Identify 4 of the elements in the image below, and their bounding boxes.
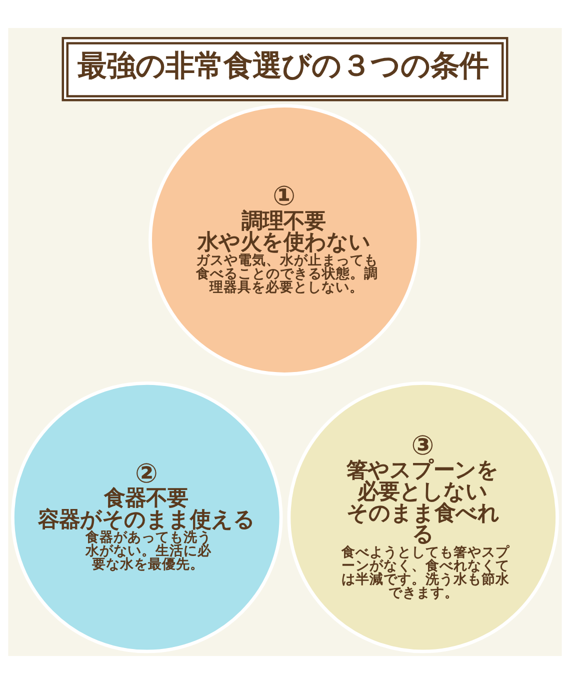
node-circle: ① 調理不要 水や火を使わない ガスや電気、水が止まっても食べることのできる状態。調理器具を必要としない。 xyxy=(148,104,420,376)
node-circle: ② 食器不要 容器がそのまま使える 食器があっても洗う水がない。生活に必要な水を最優先。 xyxy=(11,381,283,654)
node-circle: ③ 箸やスプーンを必要としない そのまま食べれる 食べようとしても箸やスプーンがなく、食べれなくては半減です。洗う水も節水できます。 xyxy=(287,381,559,654)
diagram-title: 最強の非常食選びの３つの条件 xyxy=(78,48,489,83)
